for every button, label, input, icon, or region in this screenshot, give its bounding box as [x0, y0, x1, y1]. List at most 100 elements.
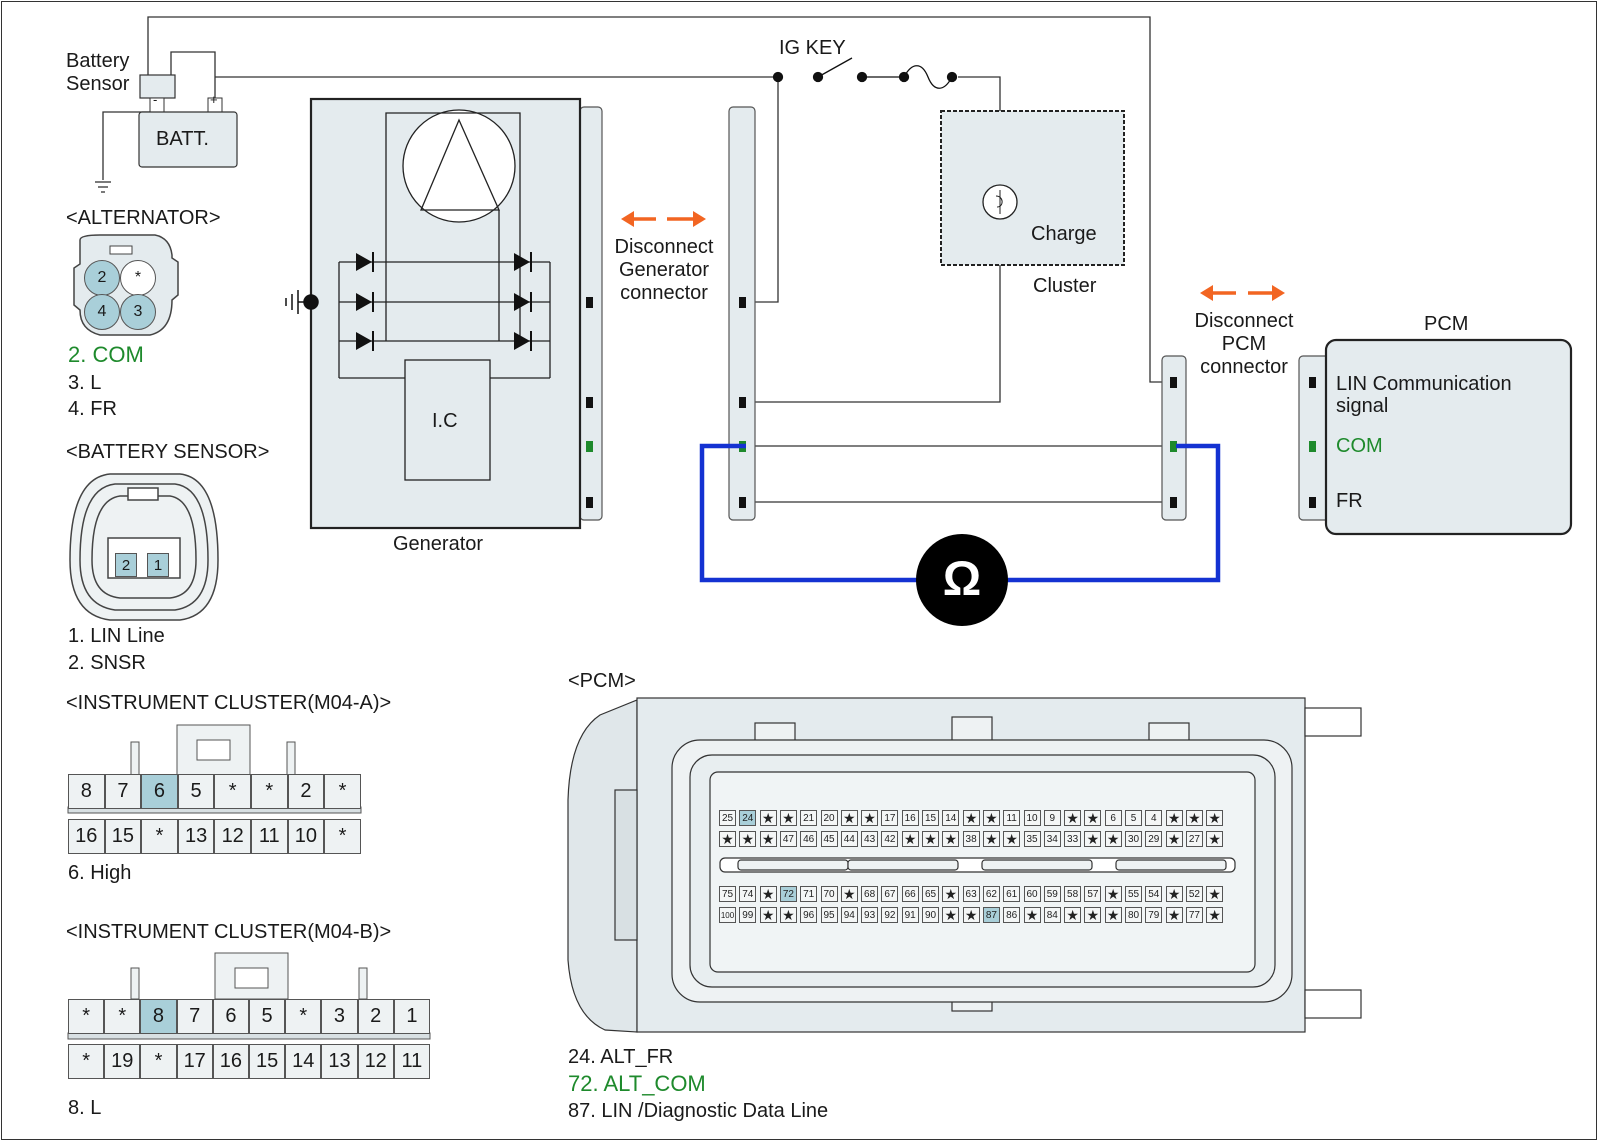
pcm-pin-16: 16: [901, 810, 919, 826]
cluster-b-pin-5: 5: [249, 999, 286, 1034]
disconnect-pcm-label-3: connector: [1200, 356, 1288, 378]
pcm-pin-empty: ★: [1084, 831, 1102, 847]
pcm-pin-71: 71: [800, 886, 818, 902]
cluster-b-pin-empty: *: [285, 999, 322, 1034]
alternator-legend-l: 3. L: [68, 372, 102, 394]
pcm-pin-52: 52: [1185, 886, 1203, 902]
battery-sensor-title: <BATTERY SENSOR>: [66, 441, 270, 463]
pcm-pin-empty: ★: [779, 810, 797, 826]
pcm-pin-empty: ★: [1084, 810, 1102, 826]
ohmmeter-icon: [916, 534, 1008, 626]
pcm-pin-63: 63: [962, 886, 980, 902]
cluster-a-pin-5: 5: [177, 774, 215, 809]
pcm-pinout-title: <PCM>: [568, 670, 636, 692]
pcm-pin-empty: ★: [901, 831, 919, 847]
pcm-pin-empty: ★: [840, 810, 858, 826]
cluster-a-pin-empty: *: [251, 774, 288, 809]
pcm-pin-29: 29: [1145, 831, 1163, 847]
pcm-pin-4: 4: [1145, 810, 1163, 826]
alternator-legend-fr: 4. FR: [68, 398, 117, 420]
pcm-pin-empty: ★: [779, 907, 797, 923]
pcm-pin-empty: ★: [1185, 810, 1203, 826]
pcm-pin-75: 75: [719, 886, 736, 902]
cluster-box: [940, 110, 1125, 266]
cluster-b-pin-empty: *: [68, 1044, 105, 1079]
pcm-pin-74: 74: [739, 886, 757, 902]
pcm-pin-44: 44: [840, 831, 858, 847]
pcm-pin-96: 96: [800, 907, 818, 923]
pcm-box: [1324, 338, 1573, 536]
pcm-pin-46: 46: [800, 831, 818, 847]
pcm-legend-72: 72. ALT_COM: [568, 1071, 706, 1096]
pcm-pin-empty: ★: [1165, 831, 1183, 847]
pcm-pin-94: 94: [840, 907, 858, 923]
gen-pin-com: [586, 441, 593, 452]
disconnect-arrows-pcm: [1200, 285, 1285, 301]
pcm-signal-fr: FR: [1336, 490, 1363, 512]
alternator-legend-com: 2. COM: [68, 342, 144, 367]
alternator-pin-3: 3: [120, 294, 156, 330]
stator-circle: [402, 109, 516, 223]
pcm-pin-100: 100: [719, 907, 736, 923]
pcm-pin-empty: ★: [739, 831, 757, 847]
pcm-pin-empty: ★: [1064, 907, 1082, 923]
pcm-pin-87: 87: [982, 907, 1000, 923]
battery-pos-label: +: [210, 92, 218, 107]
cluster-a-pin-empty: *: [141, 819, 178, 854]
disconnect-generator-label-1: Disconnect: [614, 236, 714, 258]
pcm-pin-empty: ★: [1206, 886, 1224, 902]
cluster-b-pin-2: 2: [357, 999, 394, 1034]
pcm-signal-com: COM: [1336, 435, 1383, 457]
ig-key-switch: [772, 57, 958, 89]
pcm-pin-55: 55: [1125, 886, 1142, 902]
pcm-pin-15: 15: [922, 810, 939, 826]
pcm-pin-43: 43: [861, 831, 879, 847]
alternator-pin-empty: *: [120, 260, 156, 296]
pcm-pin-17: 17: [881, 810, 899, 826]
pcm-pin-empty: ★: [982, 810, 1000, 826]
pcm-pin-24: 24: [739, 810, 757, 826]
pcm-pin-empty: ★: [1165, 886, 1183, 902]
battery-sensor-legend-1: 1. LIN Line: [68, 625, 165, 647]
cluster-a-title: <INSTRUMENT CLUSTER(M04-A)>: [66, 692, 392, 714]
pcm-pin-empty: ★: [1023, 907, 1041, 923]
cluster-b-pin-15: 15: [249, 1044, 286, 1079]
generator-connector-body: [579, 106, 603, 521]
pcm-pin-90: 90: [922, 907, 939, 923]
pcm-pin-65: 65: [922, 886, 939, 902]
ic-label: I.C: [432, 410, 458, 432]
pcm-pin-21: 21: [800, 810, 818, 826]
cluster-b-title: <INSTRUMENT CLUSTER(M04-B)>: [66, 921, 392, 943]
wire-battery-sensor-to-pcm: [147, 16, 1170, 383]
pcm-pin-empty: ★: [1104, 907, 1122, 923]
pcm-legend-24: 24. ALT_FR: [568, 1046, 674, 1068]
alternator-title: <ALTERNATOR>: [66, 207, 221, 229]
pcm-pin-80: 80: [1125, 907, 1142, 923]
pcm-pin-62: 62: [982, 886, 1000, 902]
pcm-pin-empty: ★: [1104, 831, 1122, 847]
pcm-pin-empty: ★: [942, 886, 960, 902]
pcm-pin-empty: ★: [1003, 831, 1021, 847]
cluster-a-pin-empty: *: [324, 774, 361, 809]
cluster-b-pin-16: 16: [212, 1044, 249, 1079]
pcm-pin-empty: ★: [1084, 907, 1102, 923]
pcm-pin-45: 45: [820, 831, 838, 847]
pcm-pin-60: 60: [1023, 886, 1041, 902]
pcm-pin-42: 42: [881, 831, 899, 847]
pcm-pin-84: 84: [1043, 907, 1061, 923]
cluster-b-pin-14: 14: [285, 1044, 322, 1079]
pcm-pin-61: 61: [1003, 886, 1021, 902]
cluster-b-pin-8: 8: [140, 999, 177, 1034]
wire-sensor-to-batt: [170, 51, 216, 100]
cluster-label: Cluster: [1033, 275, 1097, 297]
ig-key-label: IG KEY: [779, 37, 846, 59]
pcm-pin-empty: ★: [759, 907, 777, 923]
pcm-pin-47: 47: [779, 831, 797, 847]
pcm-pin-70: 70: [820, 886, 838, 902]
battery-label: BATT.: [156, 128, 209, 150]
battery-sensor-box: [139, 74, 176, 99]
pcm-pin-68: 68: [861, 886, 879, 902]
pcm-pin-33: 33: [1064, 831, 1082, 847]
